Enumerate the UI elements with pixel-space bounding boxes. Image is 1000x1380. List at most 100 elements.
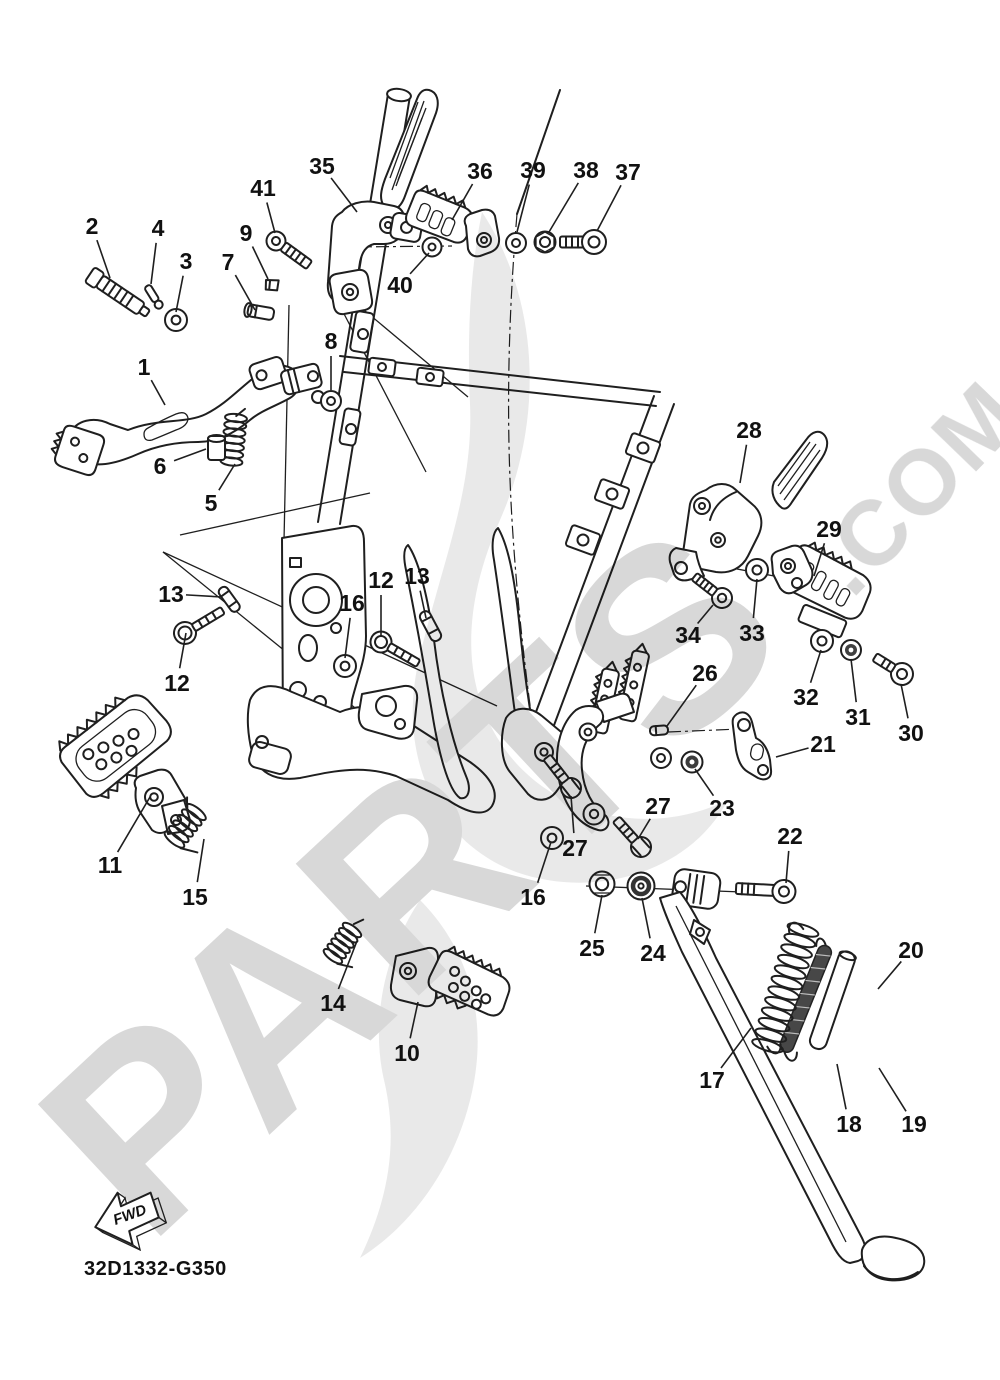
bolt-30 bbox=[872, 652, 914, 686]
callout-leader-7 bbox=[234, 274, 256, 311]
callout-32: 32 bbox=[793, 684, 819, 710]
stand-rod-20 bbox=[808, 950, 857, 1051]
fwd-arrow-icon: FWD bbox=[94, 1191, 168, 1252]
callout-24: 24 bbox=[640, 940, 666, 966]
callout-leader-9 bbox=[251, 246, 269, 280]
callout-leader-28 bbox=[739, 444, 748, 484]
callout-27: 27 bbox=[645, 793, 671, 819]
callout-leader-23 bbox=[694, 768, 715, 797]
callout-3: 3 bbox=[180, 248, 193, 274]
callout-14: 14 bbox=[320, 990, 346, 1016]
mount-fasteners-art bbox=[173, 585, 443, 678]
callout-19: 19 bbox=[901, 1111, 927, 1137]
callout-leader-26 bbox=[666, 684, 697, 727]
pin-9 bbox=[264, 279, 280, 292]
diagram-art bbox=[50, 87, 926, 1282]
bolt-2 bbox=[84, 267, 151, 318]
callout-16: 16 bbox=[339, 590, 365, 616]
stand-spring-18 bbox=[751, 921, 820, 1055]
callout-36: 36 bbox=[467, 158, 493, 184]
callout-30: 30 bbox=[898, 720, 924, 746]
pin-7 bbox=[243, 302, 276, 321]
callout-15: 15 bbox=[182, 884, 208, 910]
callout-4: 4 bbox=[152, 215, 165, 241]
callout-leader-22 bbox=[785, 850, 790, 884]
callout-leader-2 bbox=[96, 239, 111, 279]
callout-29: 29 bbox=[816, 516, 842, 542]
callout-leader-30 bbox=[900, 683, 909, 719]
callout-10: 10 bbox=[394, 1040, 420, 1066]
callout-leader-20 bbox=[877, 960, 902, 990]
front-footpeg-left-art bbox=[58, 694, 207, 854]
bolt-12b bbox=[369, 630, 421, 668]
callout-20: 20 bbox=[898, 937, 924, 963]
callout-28: 28 bbox=[736, 417, 762, 443]
callout-26: 26 bbox=[692, 660, 718, 686]
bolt-27b bbox=[543, 754, 582, 799]
callout-6: 6 bbox=[154, 453, 167, 479]
callout-13: 13 bbox=[158, 581, 184, 607]
callout-2: 2 bbox=[86, 213, 99, 239]
callout-leader-13 bbox=[419, 590, 427, 619]
callout-leader-1 bbox=[150, 379, 166, 406]
callout-leader-16 bbox=[536, 841, 552, 883]
callout-leader-10 bbox=[409, 1001, 419, 1039]
callout-37: 37 bbox=[615, 159, 641, 185]
callout-leader-4 bbox=[150, 242, 157, 285]
callout-31: 31 bbox=[845, 704, 871, 730]
callout-9: 9 bbox=[240, 220, 253, 246]
callout-leader-17 bbox=[720, 1027, 752, 1069]
bolt-41 bbox=[265, 230, 313, 270]
pedal-collar bbox=[207, 434, 226, 461]
callout-leader-16 bbox=[344, 617, 351, 659]
callout-23: 23 bbox=[709, 795, 735, 821]
callout-leader-27 bbox=[637, 818, 651, 840]
callout-leader-29 bbox=[813, 543, 826, 577]
callout-34: 34 bbox=[675, 622, 701, 648]
callout-leader-18 bbox=[836, 1063, 847, 1110]
callout-leader-12 bbox=[178, 632, 187, 669]
callout-35: 35 bbox=[309, 153, 335, 179]
callout-33: 33 bbox=[739, 620, 765, 646]
watermark-swirl-tail bbox=[360, 900, 478, 1258]
callout-leader-33 bbox=[752, 578, 758, 619]
callout-12: 12 bbox=[164, 670, 190, 696]
callout-leader-38 bbox=[548, 182, 580, 233]
callout-leader-36 bbox=[451, 183, 474, 221]
callout-40: 40 bbox=[387, 272, 413, 298]
callout-11: 11 bbox=[98, 852, 123, 878]
watermark-swirl bbox=[412, 212, 728, 883]
footer: FWD 32D1332-G350 bbox=[84, 1191, 227, 1280]
callout-leader-40 bbox=[409, 252, 430, 275]
stand-bolt-22 bbox=[734, 878, 797, 904]
part-code: 32D1332-G350 bbox=[84, 1258, 227, 1280]
side-stand-art bbox=[588, 868, 926, 1282]
rear-footrest-art bbox=[668, 430, 914, 686]
pedal-fasteners-art bbox=[84, 230, 313, 332]
callout-38: 38 bbox=[573, 157, 599, 183]
callout-8: 8 bbox=[325, 328, 338, 354]
callout-leader-34 bbox=[696, 604, 714, 624]
callout-39: 39 bbox=[520, 157, 546, 183]
brake-pedal-art bbox=[50, 356, 342, 477]
callout-12: 12 bbox=[368, 567, 394, 593]
callout-21: 21 bbox=[810, 731, 836, 757]
callout-leader-13 bbox=[185, 594, 223, 598]
callout-leader-37 bbox=[596, 184, 622, 232]
callout-22: 22 bbox=[777, 823, 803, 849]
callout-leader-41 bbox=[266, 202, 276, 234]
callout-leader-31 bbox=[850, 658, 857, 703]
callout-leader-6 bbox=[173, 448, 207, 462]
callout-leader-21 bbox=[775, 747, 809, 758]
callout-17: 17 bbox=[699, 1067, 725, 1093]
callout-leader-27 bbox=[570, 795, 575, 834]
callout-13: 13 bbox=[404, 563, 430, 589]
callout-leader-25 bbox=[593, 894, 603, 934]
callout-1: 1 bbox=[138, 354, 151, 380]
callout-leader-14 bbox=[337, 940, 358, 990]
callout-leader-5 bbox=[218, 463, 236, 491]
callout-7: 7 bbox=[222, 249, 235, 275]
callout-41: 41 bbox=[250, 175, 276, 201]
